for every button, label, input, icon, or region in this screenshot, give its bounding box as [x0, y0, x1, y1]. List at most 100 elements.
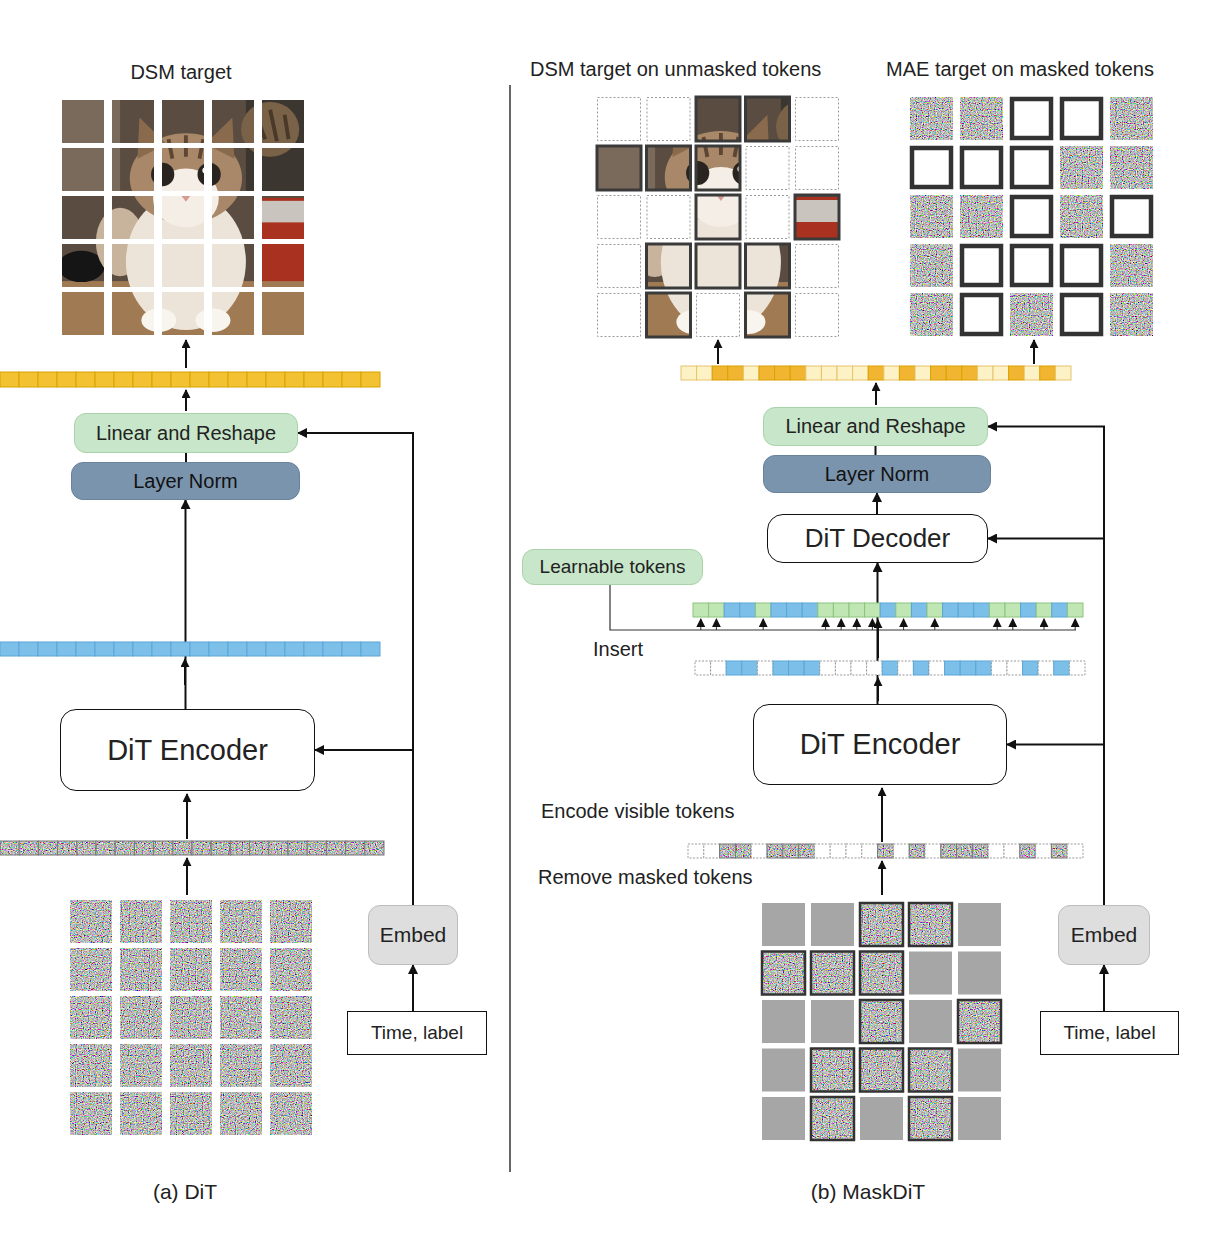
token-cell [285, 372, 304, 387]
visible-token-strip [688, 844, 1083, 858]
token-cell-border [192, 841, 211, 855]
token-cell [1052, 603, 1068, 617]
target-heading: DSM target on unmasked tokens [530, 58, 821, 81]
token-cell [342, 372, 361, 387]
token-cell [757, 661, 773, 675]
masked-tile [909, 1000, 952, 1043]
token-cell [346, 841, 365, 855]
token-cell [269, 841, 288, 855]
noise-tile [909, 903, 952, 946]
token-cell [230, 841, 249, 855]
token-cell [152, 372, 171, 387]
empty-tile [598, 98, 641, 141]
tile-border [696, 146, 740, 190]
flow-arrow [185, 390, 187, 411]
noise-tile [170, 1044, 212, 1087]
tile-border [860, 1000, 903, 1043]
noise-tile [811, 1097, 854, 1140]
token-cell-border [1051, 844, 1067, 858]
connector [412, 965, 414, 1011]
token-cell [929, 661, 945, 675]
masked-tile [762, 1000, 805, 1043]
token-cell [837, 366, 853, 380]
token-cell [740, 603, 756, 617]
token-cell [726, 661, 742, 675]
token-cell [304, 642, 323, 656]
tile-border [811, 1049, 854, 1092]
node-text: DiT Encoder [107, 734, 268, 767]
token-cell [693, 603, 709, 617]
token-cell [771, 603, 787, 617]
token-cell [1023, 661, 1039, 675]
outline-tile [962, 148, 1001, 187]
empty-tile [598, 245, 641, 288]
subfigure-caption: (b) MaskDiT [768, 1180, 968, 1204]
token-cell [898, 661, 914, 675]
noise-tile [958, 1000, 1001, 1043]
noise-tile [910, 97, 953, 140]
flow-arrow [881, 788, 883, 842]
empty-tile [796, 294, 839, 337]
noise-tile [811, 952, 854, 995]
token-cell [913, 661, 929, 675]
noise-tile [120, 948, 162, 991]
connector [1007, 745, 1104, 906]
tile-border [746, 293, 790, 337]
token-cell [0, 372, 19, 387]
token-cell [1051, 844, 1067, 858]
output-token-strip [0, 372, 380, 387]
node-text: Time, label [1063, 1022, 1155, 1044]
token-cell [211, 841, 230, 855]
token-cell [787, 603, 803, 617]
outline-tile [1112, 197, 1151, 236]
empty-tile [796, 147, 839, 190]
tile-border [909, 1049, 952, 1092]
clean-image-grid [58, 100, 304, 335]
noise-tile [860, 1049, 903, 1092]
empty-tile [697, 294, 740, 337]
token-cell [152, 642, 171, 656]
node-text: Time, label [371, 1022, 463, 1044]
target-heading: MAE target on masked tokens [886, 58, 1154, 81]
noisy-token-strip [0, 841, 384, 855]
noise-tile [120, 900, 162, 943]
token-cell [1020, 844, 1036, 858]
token-cell [1036, 844, 1052, 858]
input-box: Time, label [347, 1011, 487, 1055]
token-cell [38, 372, 57, 387]
noise-tile [170, 996, 212, 1039]
noise-tile [860, 1000, 903, 1043]
node-text: DiT Encoder [800, 728, 961, 761]
outline-tile [1062, 295, 1101, 334]
masked-tile [762, 1097, 805, 1140]
token-cell [1054, 661, 1070, 675]
token-cell-border [767, 844, 783, 858]
noise-tile [860, 903, 903, 946]
token-cell-border [365, 841, 384, 855]
token-cell [209, 642, 228, 656]
token-cell [266, 642, 285, 656]
token-cell [228, 372, 247, 387]
token-cell [266, 372, 285, 387]
token-cell [767, 844, 783, 858]
token-cell [1067, 844, 1083, 858]
token-cell [228, 642, 247, 656]
step-label: Remove masked tokens [538, 866, 753, 889]
token-cell [865, 603, 881, 617]
token-cell [1024, 366, 1040, 380]
token-cell [173, 841, 192, 855]
insert-arrow [1012, 619, 1013, 630]
tile-border [860, 903, 903, 946]
cat-image [593, 97, 839, 337]
token-cell [57, 642, 76, 656]
token-cell [783, 844, 799, 858]
noise-tile [1110, 97, 1153, 140]
connector [988, 427, 1104, 906]
cat-image [58, 100, 304, 335]
token-cell [171, 372, 190, 387]
token-cell-border [1020, 844, 1036, 858]
outline-tile [1012, 99, 1051, 138]
connector [875, 446, 877, 455]
token-cell [724, 603, 740, 617]
token-cell-border [288, 841, 307, 855]
